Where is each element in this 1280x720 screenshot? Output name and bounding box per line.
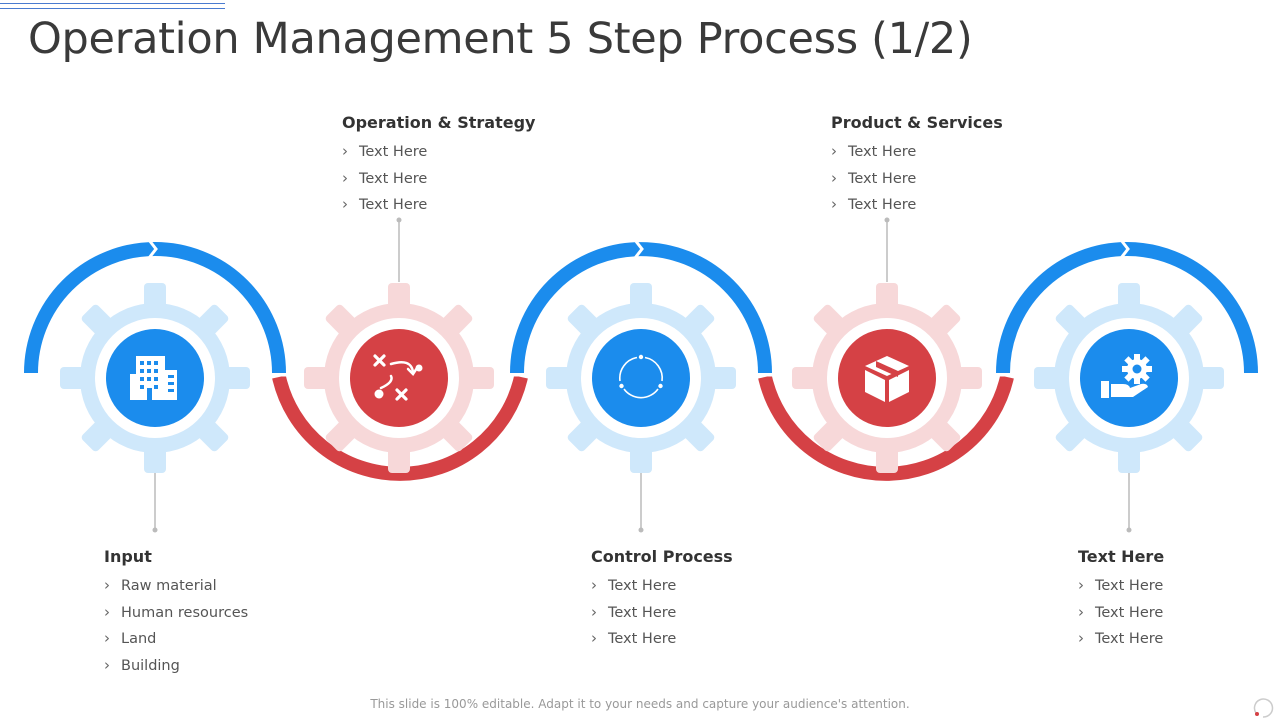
step-block-text-here: Text Here Text Here Text Here Text Here [1078, 547, 1164, 652]
list-item: Text Here [342, 165, 535, 192]
step-list: Text Here Text Here Text Here [342, 138, 535, 218]
list-item: Text Here [1078, 625, 1164, 652]
list-item: Text Here [591, 599, 733, 626]
list-item: Text Here [342, 138, 535, 165]
list-item: Human resources [104, 599, 248, 626]
footer-note: This slide is 100% editable. Adapt it to… [370, 697, 910, 711]
step-block-control-process: Control Process Text Here Text Here Text… [591, 547, 733, 652]
box-icon [865, 356, 909, 402]
step-list: Text Here Text Here Text Here [831, 138, 1003, 218]
list-item: Land [104, 625, 248, 652]
step-heading: Text Here [1078, 547, 1165, 566]
step-heading: Input [104, 547, 152, 566]
step-list: Text Here Text Here Text Here [1078, 572, 1164, 652]
icon-circle-4 [838, 329, 936, 427]
list-item: Text Here [1078, 572, 1164, 599]
list-item: Text Here [831, 165, 1003, 192]
slide-title: Operation Management 5 Step Process (1/2… [28, 14, 973, 64]
list-item: Building [104, 652, 248, 679]
step-list: Raw material Human resources Land Buildi… [104, 572, 248, 678]
arc-4-red [758, 375, 1014, 481]
arc-2-red [272, 375, 528, 481]
strategy-play-icon [373, 354, 423, 401]
list-item: Text Here [1078, 599, 1164, 626]
hand-gear-icon [1101, 354, 1152, 398]
step-heading: Control Process [591, 547, 733, 566]
step-list: Text Here Text Here Text Here [591, 572, 733, 652]
icon-circle-3 [592, 329, 690, 427]
list-item: Text Here [591, 625, 733, 652]
building-icon [130, 356, 177, 400]
list-item: Text Here [831, 191, 1003, 218]
top-accent-line [0, 3, 225, 9]
step-block-input: Input Raw material Human resources Land … [104, 547, 248, 678]
corner-logo-icon [1253, 698, 1274, 718]
step-heading: Operation & Strategy [342, 113, 536, 132]
list-item: Text Here [831, 138, 1003, 165]
list-item: Text Here [591, 572, 733, 599]
step-block-product-services: Product & Services Text Here Text Here T… [831, 113, 1003, 218]
step-block-operation-strategy: Operation & Strategy Text Here Text Here… [342, 113, 535, 218]
list-item: Raw material [104, 572, 248, 599]
step-heading: Product & Services [831, 113, 1003, 132]
cycle-arrows-icon [619, 354, 663, 399]
icon-circle-2 [350, 329, 448, 427]
list-item: Text Here [342, 191, 535, 218]
